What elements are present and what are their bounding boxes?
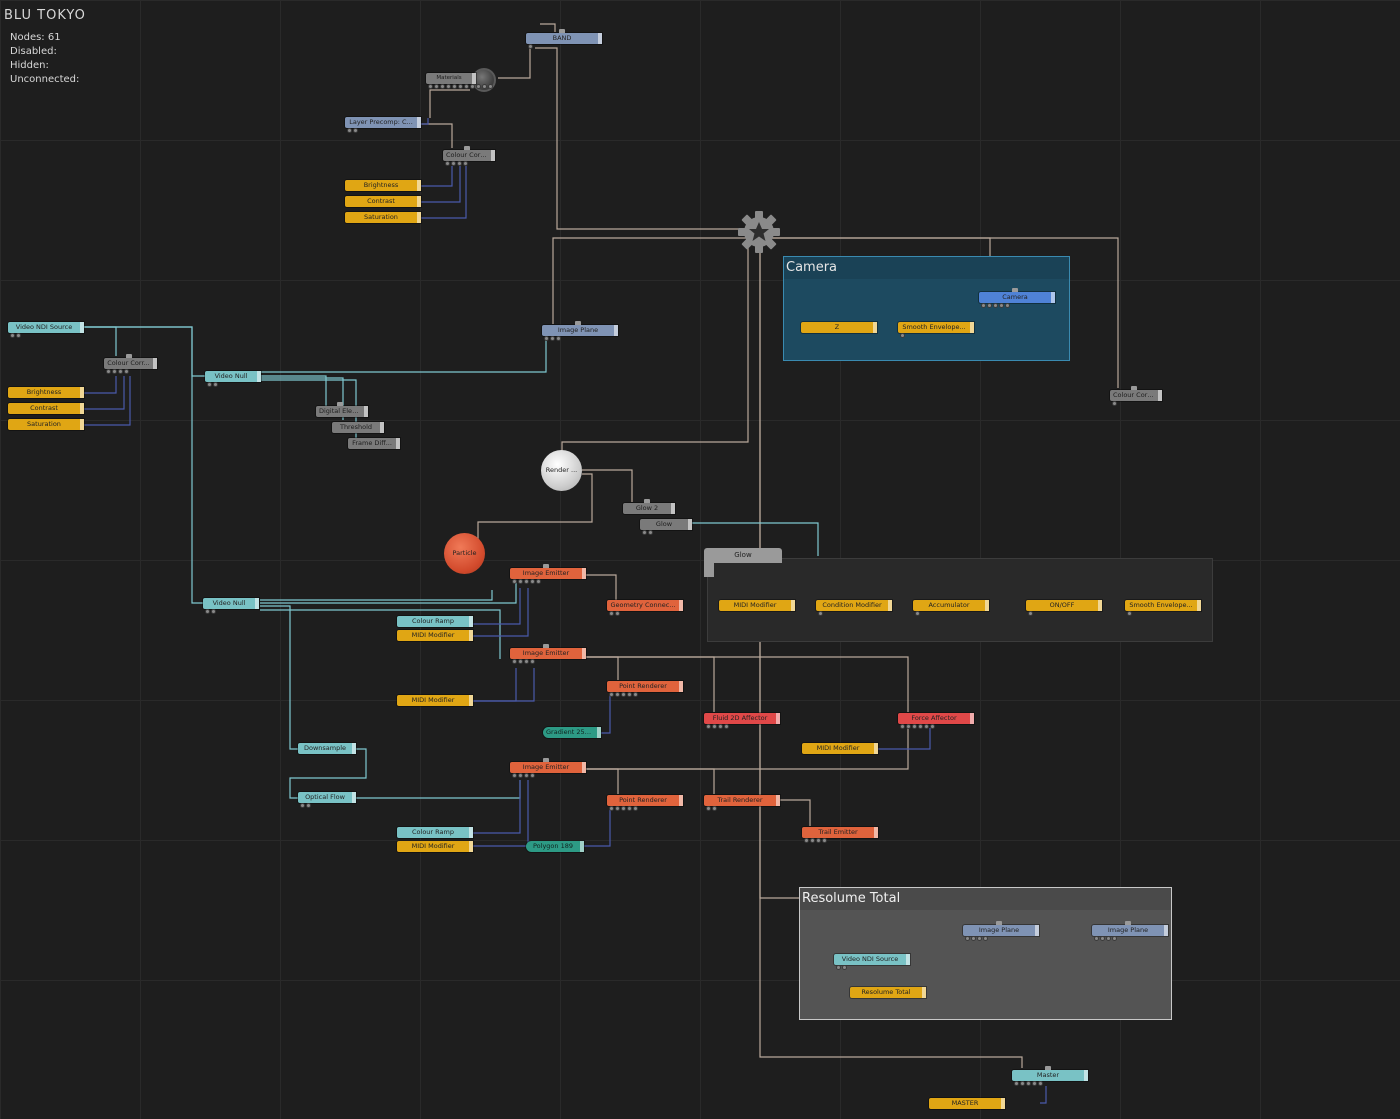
render-label: Render ... [545,466,578,475]
disabled-count: Disabled: [10,46,57,57]
band-node[interactable]: BAND [526,29,602,49]
video-links [82,326,1099,959]
gradient-256-node[interactable]: Gradient 256... [543,727,601,738]
glow-group-tab[interactable]: Glow [704,548,782,577]
downsample-node[interactable]: Downsample [298,743,356,754]
project-title: BLU TOKYO [4,8,86,23]
particle-node[interactable]: Particle [444,533,485,574]
video-ndi-source-node[interactable]: Video NDI Source [8,322,84,338]
accumulator-node[interactable]: Accumulator [913,600,989,616]
saturation-top-node[interactable]: Saturation [345,212,421,223]
camera-node[interactable]: Camera [979,288,1055,308]
video-null-2-node[interactable]: Video Null [203,598,259,614]
unconnected-count: Unconnected: [10,74,80,85]
image-emitter-2-node[interactable]: Image Emitter [510,644,586,664]
smooth-envelope-camera-node[interactable]: Smooth Envelope... [898,322,974,338]
condition-modifier-node[interactable]: Condition Modifier [816,600,892,616]
smooth-envelope-glow-node[interactable]: Smooth Envelope... [1125,600,1201,616]
scene-links [418,23,1119,1068]
colour-corr-top-node[interactable]: Colour Corr... [443,146,495,166]
midi-modifier-1-node[interactable]: MIDI Modifier [397,630,473,641]
master-yellow-node[interactable]: MASTER [929,1098,1005,1109]
video-ndi-source-res-node[interactable]: Video NDI Source [834,954,910,970]
brightness-left-node[interactable]: Brightness [8,387,84,398]
image-emitter-1-node[interactable]: Image Emitter [510,564,586,584]
colour-ramp-1-node[interactable]: Colour Ramp [397,616,473,627]
colour-ramp-2-node[interactable]: Colour Ramp [397,827,473,838]
camera-group[interactable]: Camera [783,256,1070,361]
midi-modifier-2-node[interactable]: MIDI Modifier [397,695,473,706]
midi-modifier-4-node[interactable]: MIDI Modifier [397,841,473,852]
threshold-node[interactable]: Threshold [332,422,384,433]
layer-precomp-node[interactable]: Layer Precomp: C... [345,117,421,133]
frame-diff-node[interactable]: Frame Diff... [348,438,400,449]
fluid-2d-affector-node[interactable]: Fluid 2D Affector [704,713,780,729]
resolume-group-title: Resolume Total [800,888,1171,910]
image-plane-mid-node[interactable]: Image Plane [542,321,618,341]
colour-corr-right-node[interactable]: Colour Corr... [1110,386,1162,406]
master-node[interactable]: Master [1012,1066,1088,1086]
resolume-total-node[interactable]: Resolume Total [850,987,926,998]
glow-node[interactable]: Glow [640,519,692,535]
image-plane-res-1-node[interactable]: Image Plane [963,921,1039,941]
trail-emitter-node[interactable]: Trail Emitter [802,827,878,843]
on-off-node[interactable]: ON/OFF [1026,600,1102,616]
render-node[interactable]: Render ... [541,450,582,491]
optical-flow-node[interactable]: Optical Flow [298,792,356,808]
contrast-top-node[interactable]: Contrast [345,196,421,207]
materials-node[interactable]: Materials [426,73,493,89]
nodes-count: Nodes: 61 [10,32,61,43]
z-node[interactable]: Z [801,322,877,333]
image-plane-res-2-node[interactable]: Image Plane [1092,921,1168,941]
glow-midi-modifier-node[interactable]: MIDI Modifier [719,600,795,611]
geometry-connect-node[interactable]: Geometry Connec... [607,600,683,616]
contrast-left-node[interactable]: Contrast [8,403,84,414]
brightness-top-node[interactable]: Brightness [345,180,421,191]
glow-2-node[interactable]: Glow 2 [623,499,675,514]
graph-stats-overlay: BLU TOKYO Nodes: 61 Disabled: Hidden: Un… [4,8,86,87]
point-renderer-2-node[interactable]: Point Renderer [607,795,683,811]
video-null-1-node[interactable]: Video Null [205,371,261,387]
image-emitter-3-node[interactable]: Image Emitter [510,758,586,778]
camera-group-title: Camera [784,257,1069,279]
particle-label: Particle [452,549,477,558]
colour-corr-left-node[interactable]: Colour Corr... [104,354,157,374]
digital-elec-node[interactable]: Digital Elec... [316,402,368,417]
hidden-count: Hidden: [10,60,49,71]
trail-renderer-node[interactable]: Trail Renderer [704,795,780,811]
force-affector-node[interactable]: Force Affector [898,713,974,729]
point-renderer-1-node[interactable]: Point Renderer [607,681,683,697]
scene-root-gear-icon[interactable] [736,209,782,255]
midi-modifier-3-node[interactable]: MIDI Modifier [802,743,878,754]
saturation-left-node[interactable]: Saturation [8,419,84,430]
polygon-189-node[interactable]: Polygon 189 [526,841,584,852]
